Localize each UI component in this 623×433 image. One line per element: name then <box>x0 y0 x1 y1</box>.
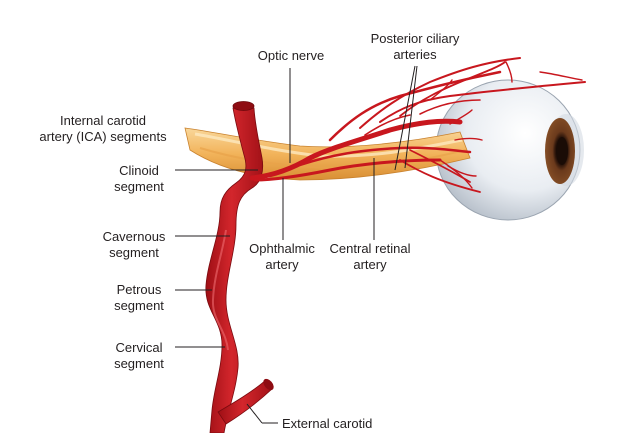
label-clinoid-segment: Clinoid segment <box>114 163 164 194</box>
label-external-carotid: External carotid <box>282 416 373 431</box>
ica-stump-icon <box>232 101 255 111</box>
leader-external-carotid <box>246 403 263 424</box>
external-carotid-stump-icon <box>263 378 274 391</box>
label-central-retinal-artery: Central retinal artery <box>329 241 411 272</box>
leader-posterior-ciliary-2 <box>404 65 418 169</box>
label-cervical-segment: Cervical segment <box>114 340 164 371</box>
leader-posterior-ciliary-1 <box>394 65 416 171</box>
optic-nerve-bundle <box>184 127 471 181</box>
eyeball <box>435 79 584 221</box>
label-ophthalmic-artery: Ophthalmic artery <box>249 241 315 272</box>
leader-lines <box>175 65 418 424</box>
internal-carotid-artery <box>205 101 264 433</box>
label-optic-nerve: Optic nerve <box>257 48 325 63</box>
label-ica-segments: Internal carotid artery (ICA) segments <box>39 113 167 144</box>
label-cavernous-segment: Cavernous segment <box>102 229 166 260</box>
ophthalmic-artery-branches <box>249 57 586 193</box>
pupil-icon <box>556 137 568 165</box>
external-carotid-artery <box>217 378 274 425</box>
label-posterior-ciliary-arteries: Posterior ciliary arteries <box>370 31 460 62</box>
label-petrous-segment: Petrous segment <box>114 282 164 313</box>
